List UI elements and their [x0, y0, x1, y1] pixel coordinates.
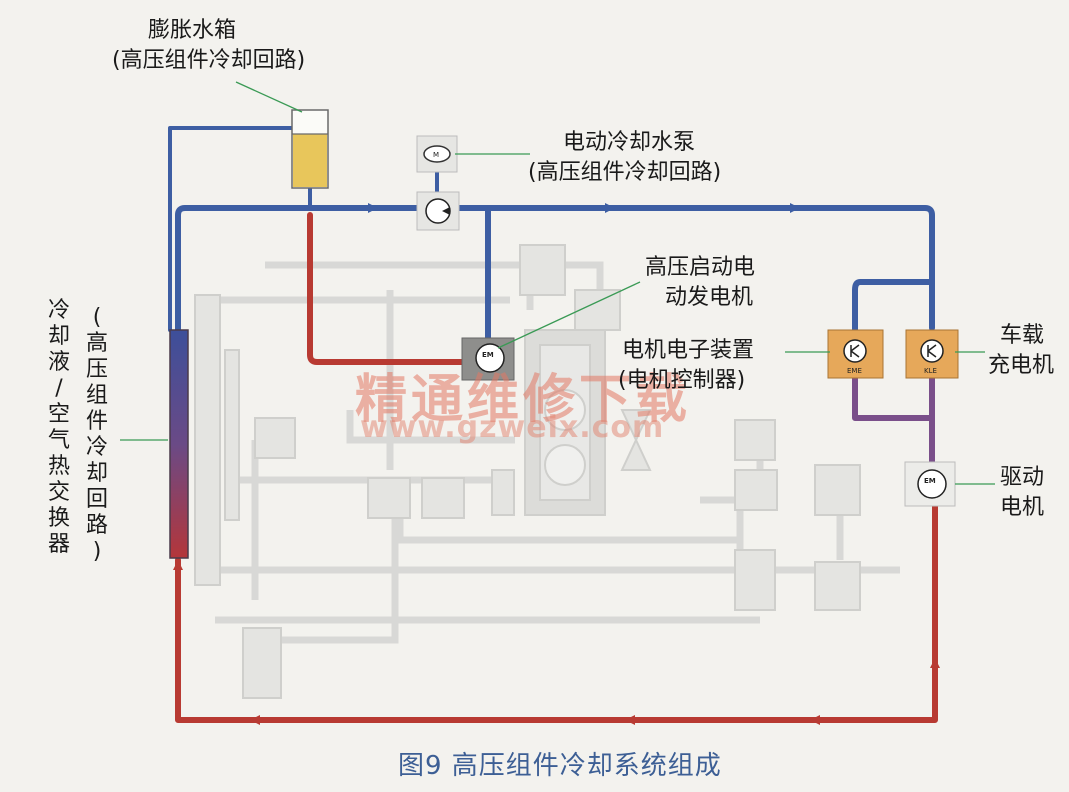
watermark-cn: 精通维修下载 — [355, 370, 692, 430]
ghost-pump-a — [367, 477, 411, 519]
label-eme-1: 电机电子装置 — [622, 338, 755, 363]
eme-controller: EME — [827, 329, 884, 379]
ghost-tank-lower — [242, 627, 282, 699]
leader-lines — [120, 81, 995, 485]
ghost-thermostat-top — [519, 244, 566, 296]
arrow-top-3 — [790, 203, 800, 213]
label-expansion-tank-1: 膨胀水箱 — [148, 18, 237, 43]
label-drive-motor-2: 电机 — [1000, 495, 1045, 520]
heat-exchanger — [169, 329, 189, 559]
label-hv-starter-2: 动发电机 — [665, 285, 754, 310]
arrow-top-1 — [368, 203, 378, 213]
kle-charger: KLE — [905, 329, 959, 379]
arrow-bottom-2 — [625, 715, 635, 725]
ghost-valve — [734, 549, 776, 611]
arrow-bottom-1 — [250, 715, 260, 725]
ghost-pump-right — [574, 289, 621, 331]
drive-motor: EM — [904, 461, 956, 507]
eme-outlet — [852, 375, 935, 421]
ghost-valve-mid — [620, 409, 652, 471]
electric-water-pump: M — [416, 135, 460, 231]
watermark-url: www.gzweix.com — [360, 410, 665, 445]
label-kle-2: 充电机 — [988, 353, 1055, 378]
arrow-right-up — [930, 658, 940, 668]
flow-arrows — [173, 203, 940, 725]
starter-em-label: EM — [482, 351, 494, 359]
label-pump-1: 电动冷却水泵 — [563, 130, 696, 155]
ghost-motor-b — [734, 419, 776, 461]
ghost-cylinder-1 — [544, 389, 586, 431]
drive-em-label: EM — [924, 477, 936, 485]
label-radiator-paren-vertical: ( 高 压 组 件 冷 却 回 路 ) — [85, 305, 108, 564]
ghost-motor-a — [421, 477, 465, 519]
arrow-left-up — [173, 560, 183, 570]
arrow-top-2 — [605, 203, 615, 213]
label-hv-starter-1: 高压启动电 — [645, 255, 756, 280]
ghost-components — [194, 244, 861, 699]
ghost-fan — [224, 349, 240, 521]
label-expansion-tank-2: (高压组件冷却回路) — [112, 48, 306, 73]
eme-branch — [852, 279, 935, 333]
kle-box-label: KLE — [924, 367, 937, 375]
ghost-heater-matrix — [814, 464, 861, 516]
eme-box-label: EME — [847, 367, 862, 375]
label-kle-1: 车载 — [1000, 323, 1045, 348]
coolant-lines — [168, 126, 938, 723]
arrow-bottom-3 — [810, 715, 820, 725]
label-radiator-vertical: 冷 却 液 / 空 气 热 交 换 器 — [47, 298, 70, 557]
tank-fluid — [293, 134, 327, 187]
label-eme-2: (电机控制器) — [618, 368, 746, 393]
ghost-cooler — [491, 469, 515, 516]
return-line-hot — [175, 497, 938, 723]
ghost-sensor — [814, 561, 861, 611]
ghost-cylinder-2 — [544, 444, 586, 486]
expansion-tank — [291, 109, 329, 189]
figure-caption: 图9 高压组件冷却系统组成 — [398, 751, 722, 781]
main-cold-loop — [175, 205, 935, 333]
label-pump-2: (高压组件冷却回路) — [528, 160, 722, 185]
pump-motor-m-label: M — [433, 151, 439, 159]
em-feed-hot — [307, 212, 465, 365]
ghost-pump-b — [734, 469, 778, 511]
tank-vent-line — [168, 126, 294, 332]
label-drive-motor-1: 驱动 — [1000, 465, 1045, 490]
ghost-motor-left — [254, 417, 296, 459]
ghost-heat-exchanger — [194, 294, 221, 586]
